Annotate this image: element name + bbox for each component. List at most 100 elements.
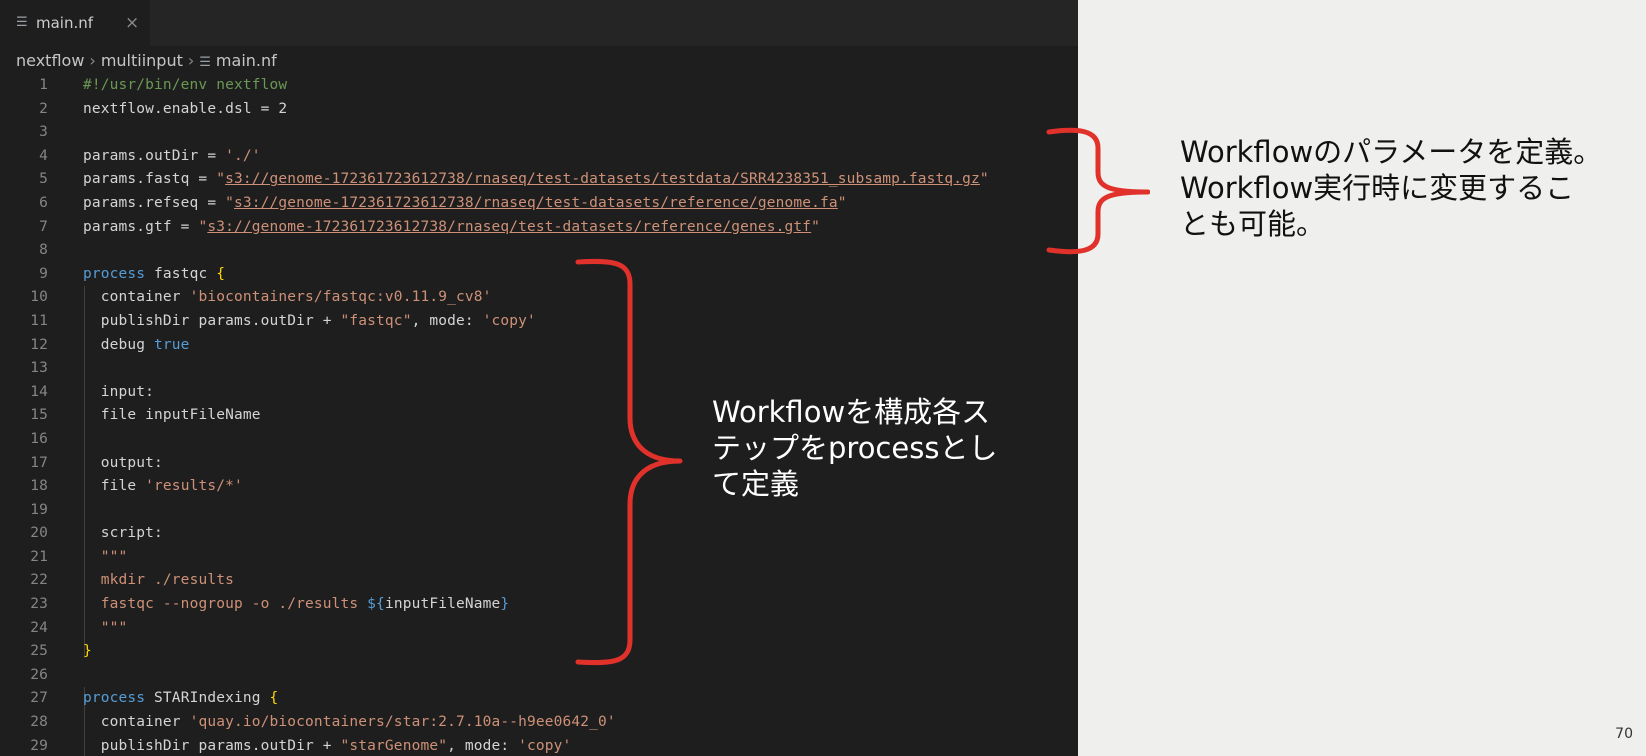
params-brace (1046, 127, 1150, 255)
chevron-right-icon: › (89, 51, 96, 70)
boolean-literal: true (154, 336, 190, 353)
string-literal: 'biocontainers/fastqc:v0.11.9_cv8' (189, 289, 492, 306)
string-literal: 'copy' (482, 312, 536, 329)
code-text: container (100, 714, 190, 731)
line-number: 8 (39, 242, 48, 259)
process-annotation: Workflowを構成各ス テップをprocessとし て定義 (712, 394, 997, 502)
line-number: 20 (30, 525, 48, 542)
file-lines-icon: ☰ (16, 15, 28, 30)
line-number: 1 (39, 77, 48, 93)
tab-main-nf[interactable]: ☰ main.nf × (0, 0, 150, 46)
code-line: 13 (0, 357, 1078, 381)
open-brace: { (216, 265, 226, 282)
shebang-comment: #!/usr/bin/env nextflow (83, 77, 288, 93)
open-brace: { (269, 690, 279, 707)
code-line: 26 (0, 664, 1078, 688)
tab-label: main.nf (36, 14, 94, 32)
line-number: 15 (30, 407, 48, 424)
process-keyword: process (83, 265, 146, 282)
line-number: 7 (39, 218, 48, 235)
code-line: 17 output: (0, 452, 1078, 476)
line-number: 28 (30, 714, 48, 731)
line-number: 10 (30, 289, 48, 306)
interpolation-variable: inputFileName (384, 596, 501, 613)
breadcrumb-item-nextflow[interactable]: nextflow (16, 51, 85, 70)
string-literal: "starGenome" (340, 737, 448, 754)
code-text: script: (100, 525, 163, 542)
indent-guide (84, 687, 85, 756)
annotation-line: テップをprocessとし (712, 431, 998, 465)
breadcrumb-item-main-nf[interactable]: main.nf (215, 51, 277, 70)
line-number: 24 (30, 619, 48, 636)
line-number: 5 (39, 171, 48, 188)
process-brace (575, 258, 683, 666)
annotation-line: Workflow実行時に変更するこ (1180, 171, 1575, 205)
refseq-url-link[interactable]: s3://genome-172361723612738/rnaseq/test-… (233, 194, 838, 211)
indent-guide (84, 286, 85, 658)
string-literal: """ (100, 619, 128, 636)
chevron-right-icon: › (187, 51, 195, 70)
code-area[interactable]: 1 #!/usr/bin/env nextflow 2 nextflow.enabl… (0, 74, 1078, 756)
code-line: 4 params.outDir = './' (0, 145, 1078, 169)
gtf-url-link[interactable]: s3://genome-172361723612738/rnaseq/test-… (207, 218, 812, 235)
line-number: 3 (39, 124, 48, 141)
slide-number: 70 (1615, 726, 1633, 742)
interpolation-open: ${ (367, 596, 385, 613)
string-literal: mkdir ./results (100, 572, 234, 589)
breadcrumb-item-multiinput[interactable]: multiinput (100, 51, 183, 70)
line-number: 29 (30, 737, 48, 754)
line-number: 14 (30, 383, 48, 400)
line-number: 27 (30, 690, 48, 707)
code-text: output: (100, 454, 163, 471)
code-editor[interactable]: ☰ main.nf × nextflow›multiinput›☰main.nf… (0, 0, 1078, 756)
line-number: 2 (39, 100, 48, 117)
code-line: 23 fastqc --nogroup -o ./results ${input… (0, 593, 1078, 617)
code-line: 8 (0, 239, 1078, 263)
code-text: params.outDir = (83, 147, 226, 164)
line-number: 11 (30, 312, 48, 329)
process-name: STARIndexing (145, 690, 270, 707)
code-line: 11 publishDir params.outDir + "fastqc", … (0, 310, 1078, 334)
code-text: nextflow.enable.dsl = 2 (83, 100, 288, 117)
code-text: , mode: (447, 737, 519, 754)
fastq-url-link[interactable]: s3://genome-172361723612738/rnaseq/test-… (225, 171, 980, 188)
line-number: 17 (30, 454, 48, 471)
line-number: 23 (30, 596, 48, 613)
line-number: 21 (30, 548, 48, 565)
code-text: publishDir params.outDir + (100, 312, 341, 329)
code-line: 12 debug true (0, 334, 1078, 358)
string-literal: 'copy' (518, 737, 572, 754)
tab-bar: ☰ main.nf × (0, 0, 1078, 46)
code-line: 20 script: (0, 522, 1078, 546)
code-text: input: (100, 383, 155, 400)
code-line: 2 nextflow.enable.dsl = 2 (0, 98, 1078, 122)
string-literal: './' (225, 147, 261, 164)
process-name: fastqc (145, 265, 217, 282)
code-text: params.fastq = (83, 171, 217, 188)
code-line: 16 (0, 428, 1078, 452)
line-number: 13 (30, 360, 48, 377)
code-line: 19 (0, 499, 1078, 523)
annotation-line: Workflowのパラメータを定義。 (1180, 135, 1603, 169)
breadcrumb: nextflow›multiinput›☰main.nf (16, 50, 277, 72)
string-literal: 'results/*' (145, 478, 243, 495)
string-literal: "fastqc" (340, 312, 412, 329)
string-literal: 'quay.io/biocontainers/star:2.7.10a--h9e… (189, 714, 616, 731)
params-annotation: Workflowのパラメータを定義。 Workflow実行時に変更するこ とも可… (1180, 134, 1602, 242)
close-icon[interactable]: × (125, 13, 140, 33)
process-keyword: process (83, 690, 146, 707)
line-number: 4 (39, 147, 48, 164)
code-line: 1 #!/usr/bin/env nextflow (0, 74, 1078, 98)
code-line: 18 file 'results/*' (0, 475, 1078, 499)
code-line: 15 file inputFileName (0, 404, 1078, 428)
code-line: 29 publishDir params.outDir + "starGenom… (0, 735, 1078, 756)
code-text: debug (100, 336, 155, 353)
code-line: 21 """ (0, 546, 1078, 570)
code-line: 25} (0, 640, 1078, 664)
line-number: 19 (30, 501, 48, 518)
annotation-line: Workflowを構成各ス (712, 395, 991, 429)
